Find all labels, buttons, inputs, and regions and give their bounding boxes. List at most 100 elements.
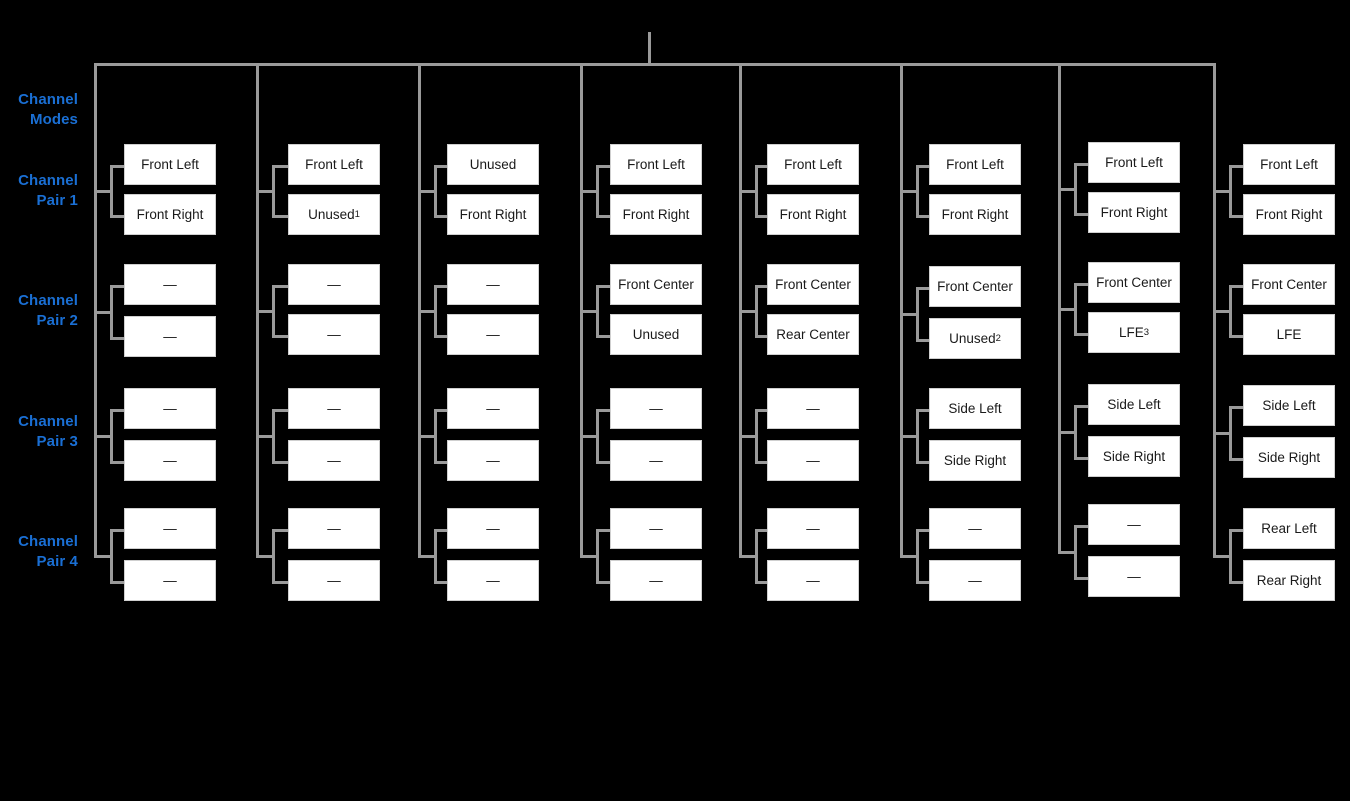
pair-bracket-mode-1-3 (110, 409, 113, 464)
pair-lead-a-mode-5-2 (755, 285, 767, 288)
pair-lead-b-mode-6-2 (916, 339, 929, 342)
channel-box-label: LFE (1118, 324, 1144, 340)
pair-lead-a-mode-8-1 (1229, 165, 1243, 168)
pair-junction-mode-8-1 (1213, 190, 1232, 193)
channel-box-label: — (486, 520, 500, 536)
pair-junction-mode-2-1 (256, 190, 275, 193)
pair-junction-mode-7-1 (1058, 188, 1077, 191)
pair-lead-a-mode-2-3 (272, 409, 288, 412)
channel-box-mode-8-pair2-b: LFE (1243, 314, 1335, 355)
channel-box-mode-1-pair1-a: Front Left (124, 144, 216, 185)
pair-lead-b-mode-4-3 (596, 461, 610, 464)
pair-lead-b-mode-3-1 (434, 215, 447, 218)
pair-lead-b-mode-1-1 (110, 215, 124, 218)
channel-box-mode-2-pair4-b: — (288, 560, 380, 601)
pair-bracket-mode-6-1 (916, 165, 919, 218)
pair-junction-mode-7-4 (1058, 551, 1077, 554)
channel-box-label: — (327, 276, 341, 292)
pair-lead-b-mode-7-3 (1074, 457, 1088, 460)
channel-box-mode-8-pair1-b: Front Right (1243, 194, 1335, 235)
pair-lead-a-mode-7-1 (1074, 163, 1088, 166)
pair-bracket-mode-2-1 (272, 165, 275, 218)
pair-bracket-mode-3-4 (434, 529, 437, 584)
channel-box-mode-5-pair2-a: Front Center (767, 264, 859, 305)
pair-lead-a-mode-8-2 (1229, 285, 1243, 288)
pair-junction-mode-7-2 (1058, 308, 1077, 311)
pair-junction-mode-6-1 (900, 190, 919, 193)
pair-lead-b-mode-5-2 (755, 335, 767, 338)
pair-lead-a-mode-2-1 (272, 165, 288, 168)
channel-box-mode-3-pair1-b: Front Right (447, 194, 539, 235)
channel-box-label: — (327, 572, 341, 588)
pair-lead-a-mode-3-1 (434, 165, 447, 168)
channel-box-mode-8-pair3-b: Side Right (1243, 437, 1335, 478)
row-label-channel-pair-3: Channel Pair 3 (18, 413, 78, 450)
channel-box-label: Front Right (779, 206, 847, 222)
channel-box-mode-7-pair2-a: Front Center (1088, 262, 1180, 303)
channel-box-label: — (806, 572, 820, 588)
channel-box-label: — (806, 452, 820, 468)
channel-box-label: — (327, 326, 341, 342)
pair-lead-b-mode-6-4 (916, 581, 929, 584)
column-stem-mode-8 (1213, 63, 1216, 555)
pair-junction-mode-5-2 (739, 310, 758, 313)
pair-junction-mode-6-4 (900, 555, 919, 558)
pair-junction-mode-8-2 (1213, 310, 1232, 313)
channel-box-label: Side Left (948, 400, 1002, 416)
pair-junction-mode-6-3 (900, 435, 919, 438)
pair-junction-mode-2-4 (256, 555, 275, 558)
channel-box-mode-8-pair4-b: Rear Right (1243, 560, 1335, 601)
pair-junction-mode-3-1 (418, 190, 437, 193)
channel-box-mode-6-pair1-a: Front Left (929, 144, 1021, 185)
pair-lead-a-mode-7-3 (1074, 405, 1088, 408)
column-stem-mode-5 (739, 63, 742, 555)
pair-lead-b-mode-1-2 (110, 337, 124, 340)
channel-box-mode-6-pair3-b: Side Right (929, 440, 1021, 481)
channel-box-mode-6-pair2-a: Front Center (929, 266, 1021, 307)
channel-box-label: LFE (1276, 326, 1302, 342)
column-stem-mode-3 (418, 63, 421, 555)
pair-bracket-mode-2-2 (272, 285, 275, 338)
channel-box-label: Front Left (141, 156, 199, 172)
channel-box-mode-5-pair3-b: — (767, 440, 859, 481)
channel-box-mode-5-pair4-b: — (767, 560, 859, 601)
channel-box-label: Front Right (1255, 206, 1323, 222)
channel-box-label: — (163, 328, 177, 344)
pair-bracket-mode-1-4 (110, 529, 113, 584)
channel-box-label: Side Left (1107, 396, 1161, 412)
channel-box-label: Unused (632, 326, 680, 342)
pair-junction-mode-1-2 (94, 311, 113, 314)
row-label-channel-pair-4: Channel Pair 4 (18, 533, 78, 570)
channel-box-mode-3-pair2-b: — (447, 314, 539, 355)
pair-lead-b-mode-4-2 (596, 335, 610, 338)
root-stem (648, 32, 651, 65)
channel-box-label: — (649, 452, 663, 468)
channel-box-label: Side Right (1257, 449, 1321, 465)
channel-box-mode-1-pair3-b: — (124, 440, 216, 481)
channel-box-mode-3-pair2-a: — (447, 264, 539, 305)
channel-box-label: — (1127, 516, 1141, 532)
channel-box-mode-5-pair2-b: Rear Center (767, 314, 859, 355)
channel-box-mode-3-pair3-a: — (447, 388, 539, 429)
channel-box-label: Side Left (1262, 397, 1316, 413)
pair-lead-b-mode-7-2 (1074, 333, 1088, 336)
pair-lead-a-mode-4-4 (596, 529, 610, 532)
pair-lead-a-mode-6-1 (916, 165, 929, 168)
pair-bracket-mode-3-3 (434, 409, 437, 464)
pair-lead-b-mode-1-4 (110, 581, 124, 584)
channel-box-label: — (486, 400, 500, 416)
pair-bracket-mode-7-2 (1074, 283, 1077, 336)
pair-lead-b-mode-7-4 (1074, 577, 1088, 580)
channel-box-mode-2-pair2-a: — (288, 264, 380, 305)
channel-box-mode-7-pair3-b: Side Right (1088, 436, 1180, 477)
pair-lead-a-mode-1-4 (110, 529, 124, 532)
channel-box-label: Front Center (1096, 274, 1172, 290)
pair-lead-b-mode-5-1 (755, 215, 767, 218)
channel-box-mode-7-pair1-a: Front Left (1088, 142, 1180, 183)
pair-junction-mode-1-4 (94, 555, 113, 558)
channel-box-mode-1-pair3-a: — (124, 388, 216, 429)
pair-junction-mode-6-2 (900, 313, 919, 316)
channel-box-label: — (968, 572, 982, 588)
